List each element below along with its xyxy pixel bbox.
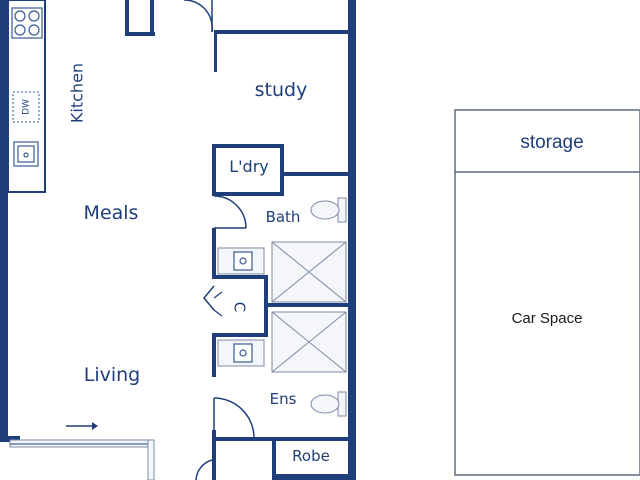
room-label-kitchen: Kitchen: [68, 63, 87, 123]
doors: [9, 0, 255, 480]
room-label-car-space: Car Space: [512, 310, 583, 327]
shower-icon: [271, 241, 347, 303]
room-label-cupboard: C: [231, 302, 249, 312]
walls: [0, 0, 356, 480]
dishwasher-label: DW: [22, 99, 32, 115]
room-label-laundry: L'dry: [229, 157, 269, 176]
room-label-bath: Bath: [266, 208, 301, 226]
room-label-study: study: [255, 79, 308, 101]
toilet-icon: [310, 197, 347, 223]
arrow-icon: [66, 422, 98, 430]
toilet-icon: [310, 391, 347, 417]
dishwasher: DW: [12, 91, 40, 123]
room-label-living: Living: [84, 364, 141, 386]
basin-icon: [217, 247, 265, 275]
cooktop-icon: [11, 7, 43, 39]
room-label-storage: storage: [520, 132, 583, 153]
sink-icon: [13, 141, 39, 167]
room-label-meals: Meals: [84, 202, 139, 224]
car-space-block: [454, 109, 640, 476]
shower-icon: [271, 311, 347, 373]
room-label-ensuite: Ens: [270, 390, 297, 408]
room-label-robe: Robe: [292, 447, 330, 465]
basin-icon: [217, 339, 265, 367]
